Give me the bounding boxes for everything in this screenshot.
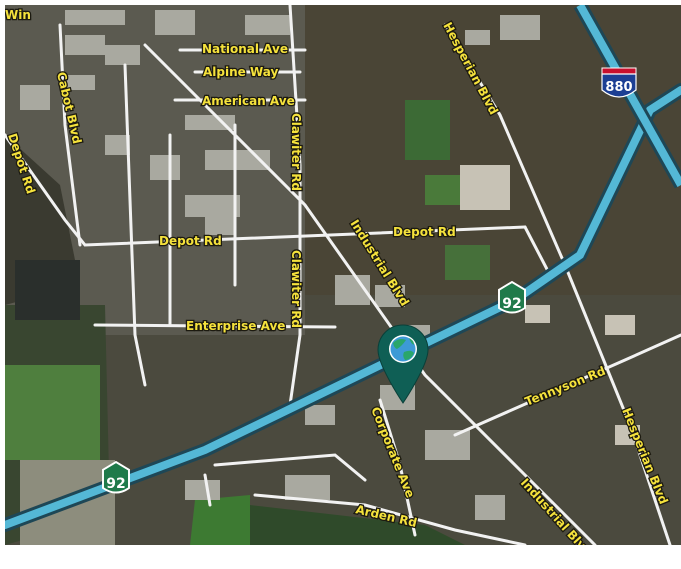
label-depot-rd-east: Depot Rd	[393, 225, 456, 239]
clawiter-road	[288, 5, 302, 407]
tennyson-road	[453, 333, 681, 437]
i880-shield-number: 880	[605, 80, 632, 95]
i880-shield: 880	[601, 67, 637, 98]
globe-pin-icon	[389, 335, 417, 363]
buildings-residential	[460, 165, 640, 445]
cabot-blvd	[58, 23, 82, 247]
label-alpine-way: Alpine Way	[203, 65, 279, 79]
residential-zone	[305, 5, 681, 295]
dark-ponds	[15, 260, 80, 320]
arden-road	[253, 493, 527, 545]
industrial-blvd-line	[143, 43, 597, 545]
satellite-map[interactable]: Win National Ave Alpine Way American Ave…	[5, 5, 681, 545]
park-area	[425, 175, 460, 205]
grid-street-3	[213, 453, 367, 482]
east-street	[523, 225, 552, 277]
local-roads	[5, 5, 681, 545]
ca92-freeway	[5, 86, 681, 529]
ca92-shield-number: 92	[502, 296, 521, 312]
bay-marsh	[250, 505, 465, 545]
label-depot-rd-center: Depot Rd	[159, 234, 222, 248]
sports-field	[405, 100, 450, 160]
west-street	[123, 63, 147, 387]
label-national-ave: National Ave	[202, 42, 288, 56]
ca92-shield-number: 92	[106, 476, 125, 492]
ca92-shield-lower: 92	[102, 460, 130, 494]
school-field	[445, 245, 490, 280]
corporate-ave	[378, 398, 417, 537]
i880-freeway	[576, 5, 681, 187]
map-canvas: Win National Ave Alpine Way American Ave…	[5, 5, 681, 545]
green-field	[5, 365, 100, 460]
label-american-ave: American Ave	[202, 94, 295, 108]
depot-road	[5, 133, 527, 247]
green-pond	[190, 495, 250, 545]
label-clawiter-rd-south: Clawiter Rd	[289, 250, 303, 328]
label-enterprise-ave: Enterprise Ave	[186, 319, 285, 333]
ca92-shield-upper: 92	[498, 280, 526, 314]
label-clawiter-rd-north: Clawiter Rd	[289, 113, 303, 191]
label-winton: Win	[5, 8, 31, 22]
location-marker[interactable]	[377, 324, 429, 404]
buildings-north	[20, 10, 540, 520]
grid-street-4	[203, 473, 212, 507]
